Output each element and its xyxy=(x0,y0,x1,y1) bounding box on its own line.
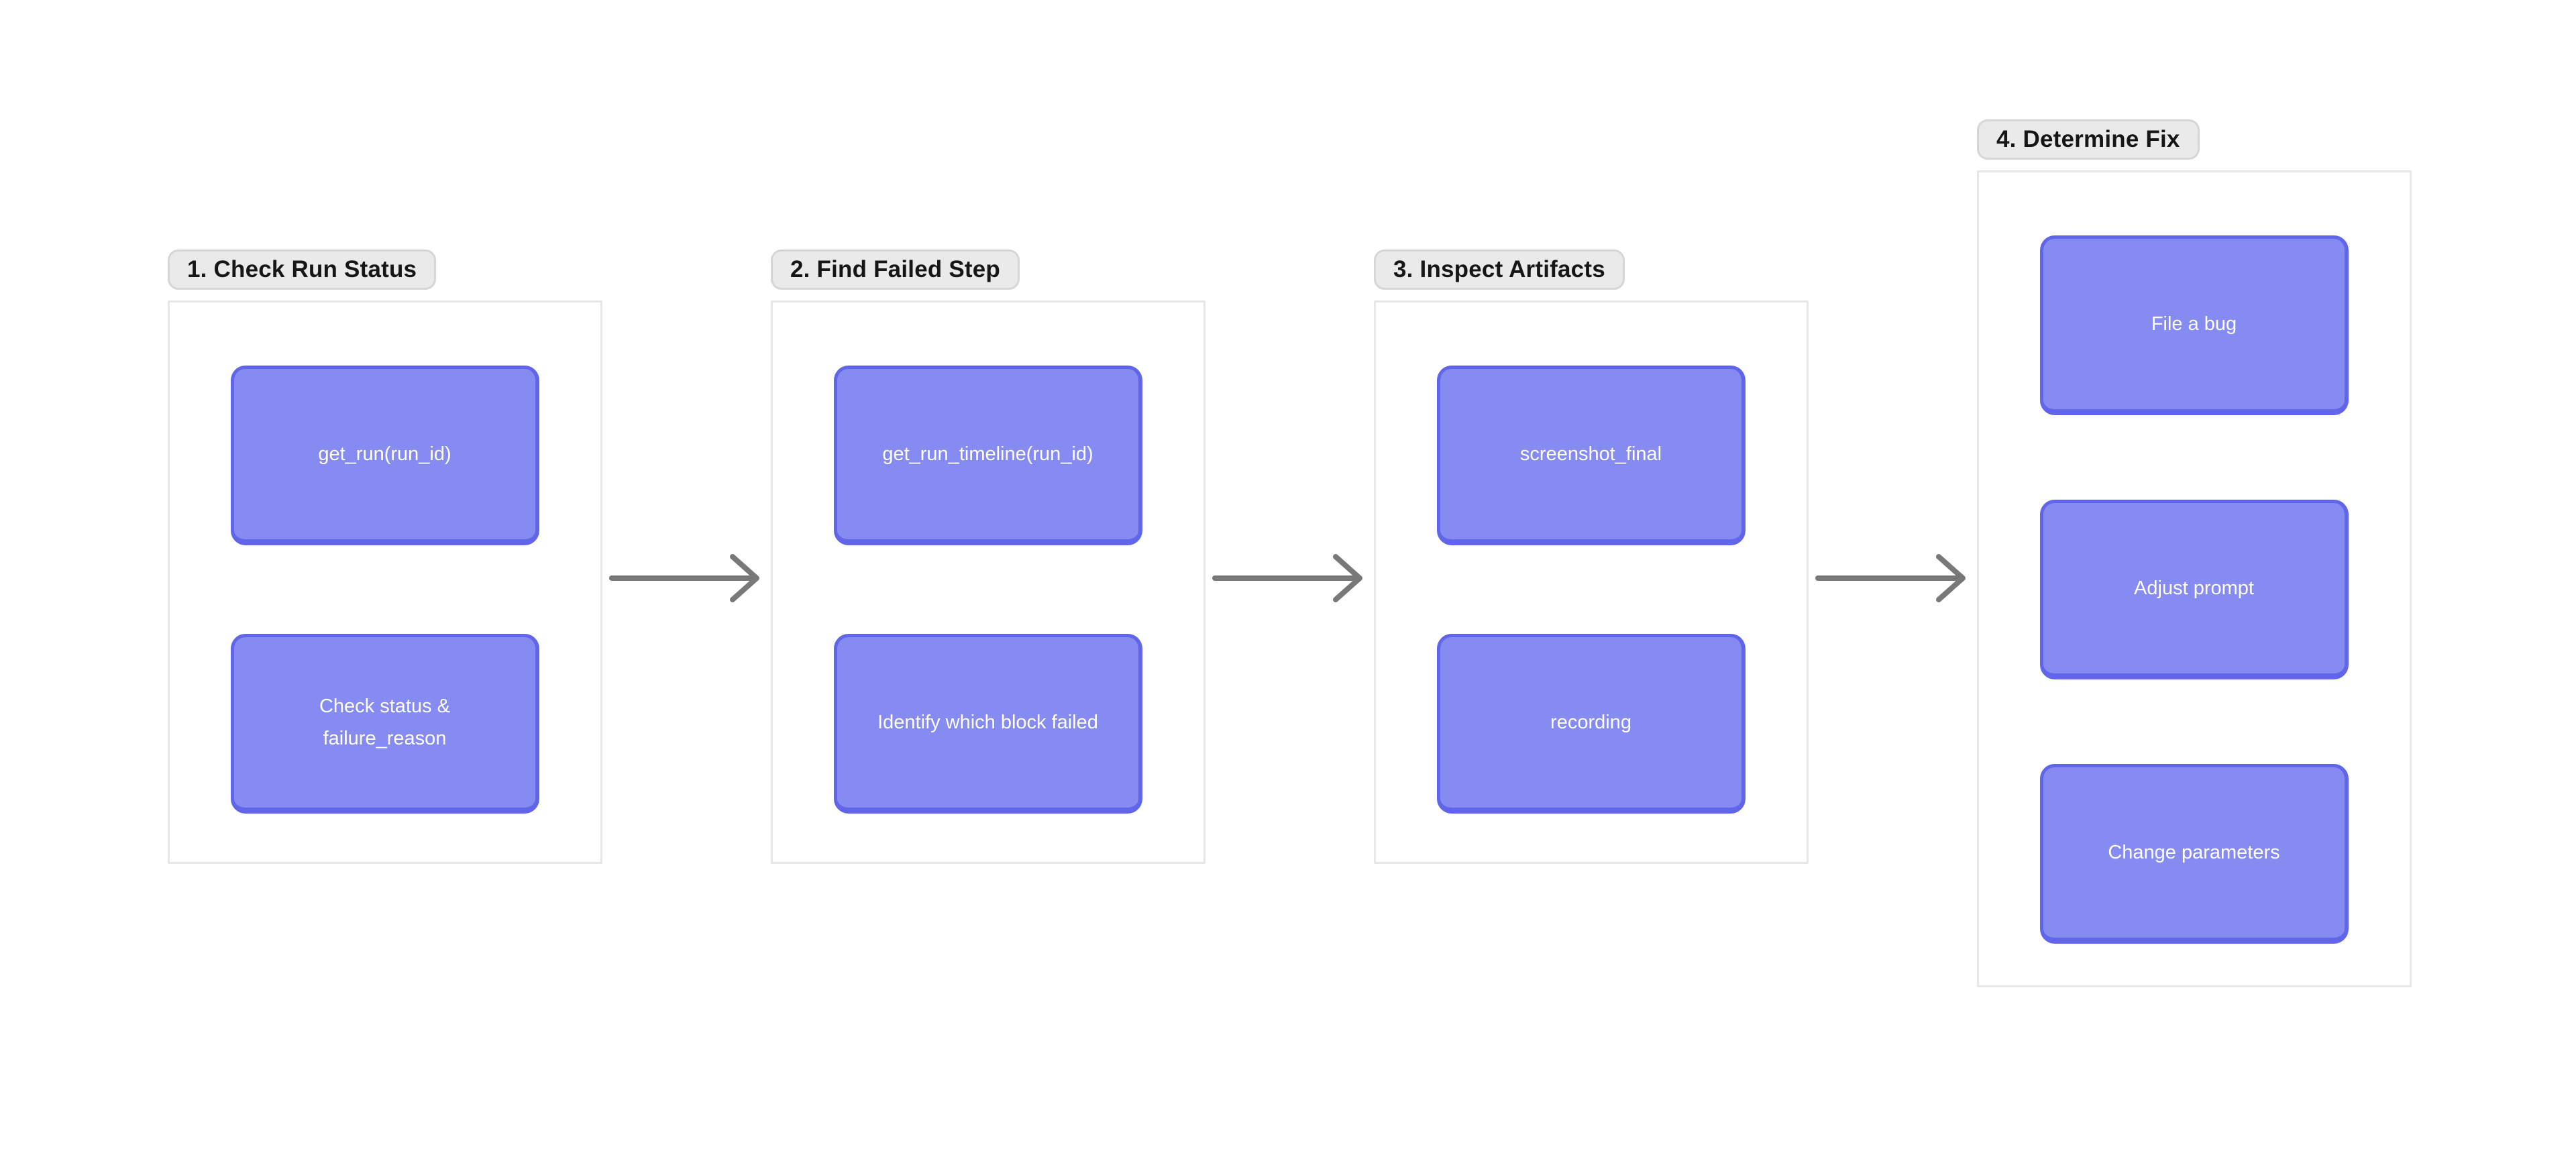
flow-arrow-2 xyxy=(1212,554,1362,602)
group-find-failed-step: 2. Find Failed Step get_run_timeline(run… xyxy=(771,250,1205,864)
node-label: get_run(run_id) xyxy=(318,443,451,465)
group-label-inspect-artifacts[interactable]: 3. Inspect Artifacts xyxy=(1374,250,1625,290)
node-adjust-prompt[interactable]: Adjust prompt xyxy=(2040,500,2349,679)
node-get-run[interactable]: get_run(run_id) xyxy=(231,366,539,545)
node-label: Identify which block failed xyxy=(877,712,1098,733)
node-label: Check status & failure_reason xyxy=(319,696,451,749)
node-label: recording xyxy=(1550,712,1631,733)
node-screenshot-final[interactable]: screenshot_final xyxy=(1437,366,1746,545)
group-check-run-status: 1. Check Run Status get_run(run_id) Chec… xyxy=(168,250,602,864)
node-label: Adjust prompt xyxy=(2134,577,2254,599)
node-label: Change parameters xyxy=(2108,842,2280,863)
group-label-determine-fix[interactable]: 4. Determine Fix xyxy=(1977,119,2200,160)
node-file-a-bug[interactable]: File a bug xyxy=(2040,235,2349,415)
group-label-text: 3. Inspect Artifacts xyxy=(1393,256,1605,282)
group-label-find-failed-step[interactable]: 2. Find Failed Step xyxy=(771,250,1020,290)
node-change-parameters[interactable]: Change parameters xyxy=(2040,764,2349,944)
group-label-check-run-status[interactable]: 1. Check Run Status xyxy=(168,250,437,290)
node-get-run-timeline[interactable]: get_run_timeline(run_id) xyxy=(834,366,1142,545)
group-inspect-artifacts: 3. Inspect Artifacts screenshot_final re… xyxy=(1374,250,1809,864)
group-label-text: 1. Check Run Status xyxy=(187,256,417,282)
group-label-text: 4. Determine Fix xyxy=(1996,126,2180,152)
group-label-text: 2. Find Failed Step xyxy=(790,256,1001,282)
node-label: get_run_timeline(run_id) xyxy=(882,443,1093,465)
node-label: screenshot_final xyxy=(1519,443,1662,465)
group-determine-fix: 4. Determine Fix File a bug Adjust promp… xyxy=(1977,119,2412,987)
node-recording[interactable]: recording xyxy=(1437,634,1746,814)
node-identify-failed-block[interactable]: Identify which block failed xyxy=(834,634,1142,814)
flow-arrow-3 xyxy=(1815,554,1966,602)
node-label: File a bug xyxy=(2151,313,2237,335)
flow-arrow-1 xyxy=(609,554,759,602)
node-check-status-failure-reason[interactable]: Check status & failure_reason xyxy=(231,634,539,814)
